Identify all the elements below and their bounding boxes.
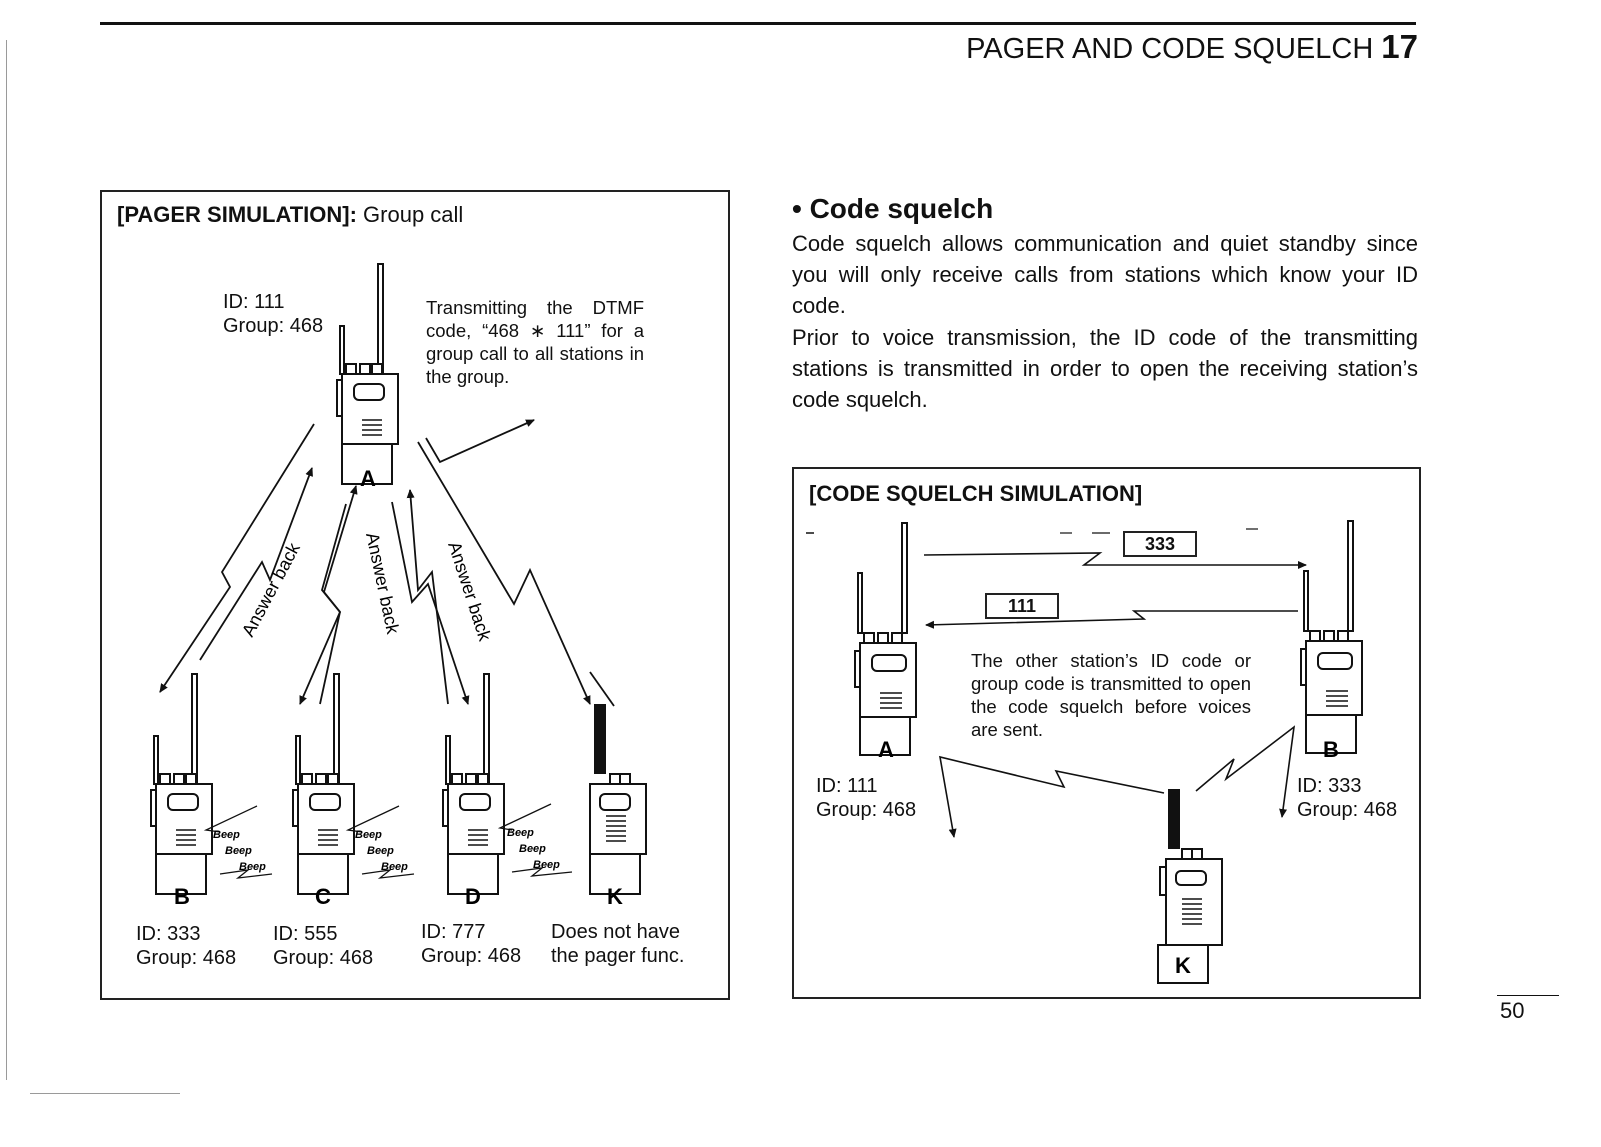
code-squelch-simulation-panel: A B K [CODE SQUELCH SIMULATION] 333 111 …: [792, 467, 1421, 999]
signal-k-to-a: [939, 755, 1165, 838]
cs-sim-title: [CODE SQUELCH SIMULATION]: [809, 481, 1143, 506]
pager-simulation-panel: A B C D K Answer back Answer back Answer…: [100, 190, 730, 1000]
cs-station-b-id: ID: 333: [1297, 775, 1362, 797]
station-k-line1: Does not have: [551, 921, 680, 943]
signal-a-outgoing: [425, 419, 535, 464]
cs-station-b-letter: B: [1323, 737, 1339, 762]
pager-diagram: A B C D K Answer back Answer back Answer…: [150, 263, 647, 909]
beep-text: Beep: [225, 845, 252, 857]
beep-group-b: Beep Beep Beep: [203, 805, 273, 879]
beep-text: Beep: [533, 859, 560, 871]
signal-a-to-b: [159, 423, 315, 693]
beep-text: Beep: [519, 843, 546, 855]
answer-back-label-b: Answer back: [238, 539, 305, 640]
beep-group-d: Beep Beep Beep: [497, 803, 573, 877]
beep-text: Beep: [213, 829, 240, 841]
station-b-id: ID: 333: [136, 923, 201, 945]
pager-sim-title-rest: Group call: [356, 202, 464, 227]
station-c-letter: C: [315, 884, 331, 909]
signal-k-side-line: [589, 671, 615, 707]
answer-back-c-signal: [319, 485, 358, 705]
cs-station-a-id: ID: 111: [816, 775, 878, 797]
binding-edge-line: [6, 40, 7, 1080]
code-squelch-paragraph-2: Prior to voice transmission, the ID code…: [792, 324, 1418, 413]
header-rule: [100, 22, 1416, 25]
code-squelch-body: Code squelch allows communication and qu…: [792, 228, 1418, 415]
cs-station-b-group: Group: 468: [1297, 799, 1398, 821]
code-box-111: 111: [985, 593, 1059, 619]
station-c-group: Group: 468: [273, 947, 374, 969]
answer-back-d-signal: [406, 489, 449, 705]
code-squelch-heading: • Code squelch: [792, 193, 994, 224]
station-d-letter: D: [465, 884, 481, 909]
beep-text: Beep: [355, 829, 382, 841]
beep-text: Beep: [367, 845, 394, 857]
pager-sim-title: [PAGER SIMULATION]: Group call: [117, 202, 463, 228]
signal-a-to-b-333: [923, 552, 1307, 569]
station-k-letter: K: [607, 884, 623, 909]
answer-back-label-d: Answer back: [444, 539, 495, 644]
beep-text: Beep: [381, 861, 408, 873]
page-number: 50: [1500, 998, 1525, 1023]
signal-a-to-d: [391, 501, 470, 705]
cs-note: The other station’s ID code or group cod…: [971, 650, 1251, 740]
cs-station-k-letter: K: [1175, 953, 1191, 978]
radio-b-icon: [150, 673, 213, 895]
station-k-line2: the pager func.: [551, 945, 685, 967]
answer-back-b-signal: [199, 467, 313, 661]
signal-k-to-b: [1195, 725, 1296, 818]
cs-station-a-group: Group: 468: [816, 799, 917, 821]
station-b-group: Group: 468: [136, 947, 237, 969]
beep-text: Beep: [507, 827, 534, 839]
cs-radio-b-icon: [1300, 520, 1363, 754]
station-a-id: ID: 111: [223, 291, 285, 313]
code-box-333: 333: [1123, 531, 1197, 557]
pager-note: Transmitting the DTMF code, “468 ∗ 111” …: [426, 297, 644, 387]
station-d-group: Group: 468: [421, 945, 522, 967]
code-squelch-diagram: A B K: [806, 520, 1363, 984]
radio-d-icon: [442, 673, 505, 895]
radio-a-icon: [336, 263, 399, 485]
signal-a-to-k: [417, 441, 591, 705]
pager-sim-title-bold: [PAGER SIMULATION]:: [117, 202, 357, 227]
header-title: PAGER AND CODE SQUELCH: [966, 33, 1374, 65]
cs-radio-a-icon: [854, 522, 917, 756]
station-a-letter: A: [360, 466, 376, 491]
station-b-letter: B: [174, 884, 190, 909]
answer-back-label-c: Answer back: [362, 531, 403, 637]
beep-group-c: Beep Beep Beep: [345, 805, 415, 879]
beep-text: Beep: [239, 861, 266, 873]
cs-station-a-letter: A: [878, 737, 894, 762]
bottom-margin-rule: [30, 1093, 180, 1094]
page-number-rule: [1497, 995, 1559, 996]
station-c-id: ID: 555: [273, 923, 338, 945]
station-d-id: ID: 777: [421, 921, 486, 943]
signal-b-to-a-111: [925, 610, 1298, 629]
chapter-number: 17: [1381, 28, 1418, 65]
code-squelch-paragraph-1: Code squelch allows communication and qu…: [792, 231, 1418, 319]
radio-k-icon: [589, 703, 647, 895]
radio-c-icon: [292, 673, 355, 895]
station-a-group: Group: 468: [223, 315, 324, 337]
